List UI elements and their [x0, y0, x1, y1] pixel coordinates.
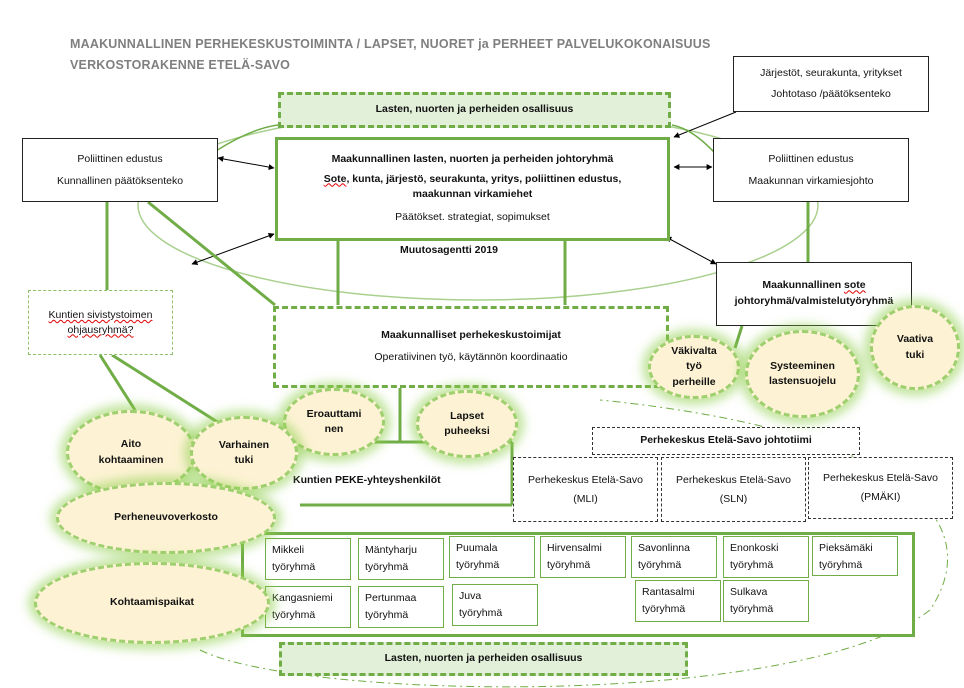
steering-group-members: Sote, kunta, järjestö, seurakunta, yrity… — [323, 172, 622, 185]
sote-group-line2: johtoryhmä/valmistelutyöryhmä — [734, 295, 894, 307]
leadership-team-box: Perhekeskus Etelä-Savo johtotiimi — [592, 427, 860, 455]
diagram-title: MAAKUNNALLINEN PERHEKESKUSTOIMINTA / LAP… — [70, 37, 711, 51]
municipal-politics-line2: Kunnallinen päätöksenteko — [56, 175, 184, 187]
participation-top-label: Lasten, nuorten ja perheiden osallisuus — [375, 103, 574, 116]
municipal-politics-box: Poliittinen edustus Kunnallinen päätökse… — [22, 138, 218, 202]
participation-bottom-box: Lasten, nuorten ja perheiden osallisuus — [279, 642, 688, 676]
sote-group-line1: Maakunnallinen sote — [762, 279, 866, 292]
steering-group-decisions: Päätökset. strategiat, sopimukset — [395, 211, 550, 224]
organisations-box: Järjestöt, seurakunta, yritykset Johtota… — [733, 56, 929, 112]
change-agent-label: Muutosagentti 2019 — [400, 244, 499, 256]
municipal-education-steering-box: Kuntien sivistystoimen ohjausryhmä? — [28, 290, 173, 355]
diagram-subtitle: VERKOSTORAKENNE ETELÄ-SAVO — [70, 58, 291, 72]
regional-center-sln: Perhekeskus Etelä-Savo (SLN) — [661, 457, 806, 522]
steering-group-title: Maakunnallinen lasten, nuorten ja perhei… — [331, 152, 614, 165]
leadership-team-label: Perhekeskus Etelä-Savo johtotiimi — [640, 434, 812, 447]
regional-politics-line2: Maakunnan virkamiesjohto — [748, 175, 874, 187]
organisations-line1: Järjestöt, seurakunta, yritykset — [760, 67, 902, 79]
participation-top-box: Lasten, nuorten ja perheiden osallisuus — [278, 92, 671, 128]
regional-politics-line1: Poliittinen edustus — [768, 152, 854, 165]
participation-bottom-label: Lasten, nuorten ja perheiden osallisuus — [384, 652, 583, 665]
meeting-places-ellipse: Kohtaamispaikat — [34, 562, 270, 644]
family-center-actors-box: Maakunnalliset perhekeskustoimijat Opera… — [273, 306, 669, 388]
municipal-steering-line1: Kuntien sivistystoimen — [48, 308, 153, 321]
family-center-actors-title: Maakunnalliset perhekeskustoimijat — [381, 328, 561, 341]
regional-center-pmaki: Perhekeskus Etelä-Savo (PMÄKI) — [808, 457, 953, 519]
steering-group-members-2: maakunnan virkamiehet — [412, 188, 533, 201]
municipal-steering-line2: ohjausryhmä? — [67, 323, 134, 336]
sote-group-box: Maakunnallinen sote johtoryhmä/valmistel… — [716, 262, 912, 326]
municipal-politics-line1: Poliittinen edustus — [77, 152, 163, 165]
regional-politics-box: Poliittinen edustus Maakunnan virkamiesj… — [713, 138, 909, 202]
regional-center-mli: Perhekeskus Etelä-Savo (MLI) — [513, 457, 658, 522]
organisations-line2: Johtotaso /päätöksenteko — [771, 88, 891, 100]
family-counseling-network-ellipse: Perheneuvoverkosto — [56, 482, 276, 554]
family-center-actors-subtitle: Operatiivinen työ, käytännön koordinaati… — [374, 351, 568, 364]
peke-contacts-label: Kuntien PEKE-yhteyshenkilöt — [293, 474, 441, 486]
regional-steering-group: Maakunnallinen lasten, nuorten ja perhei… — [275, 137, 670, 241]
